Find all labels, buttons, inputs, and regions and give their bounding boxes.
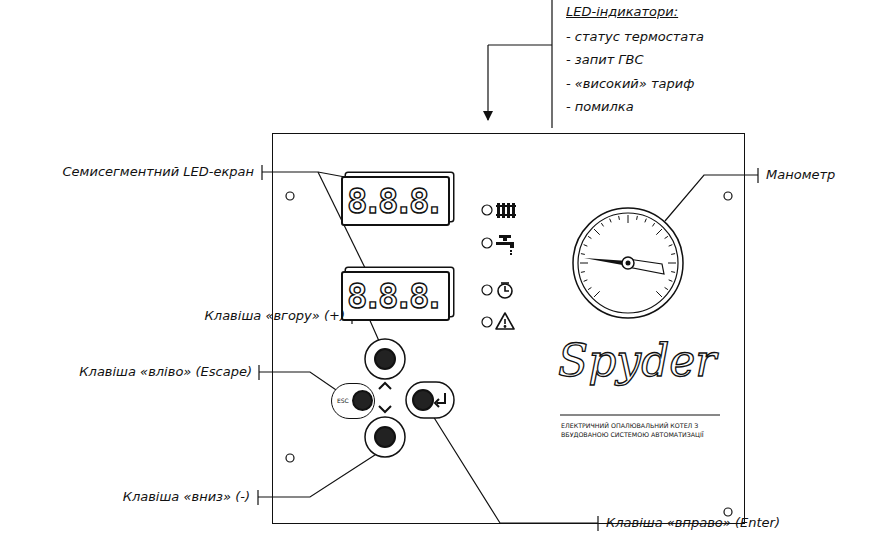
- seven-segment-display: 8.8.8.: [341, 176, 450, 226]
- gauge-tick: [668, 263, 676, 264]
- gauge-tick: [665, 287, 668, 289]
- gauge-tick: [618, 216, 620, 220]
- gauge-tick: [665, 236, 668, 238]
- brand-logo: Spyder: [558, 336, 716, 386]
- gauge-tick: [669, 245, 673, 247]
- gauge-tick: [581, 253, 585, 255]
- mounting-holes: [286, 192, 732, 516]
- gauge-tick: [645, 219, 647, 223]
- gauge-tick: [584, 245, 588, 247]
- callout-label: Клавіша «вниз» (-): [123, 488, 250, 506]
- gauge-tick: [588, 236, 591, 238]
- button-dot: [352, 390, 373, 411]
- enter-button: [406, 382, 454, 418]
- gauge-tick: [584, 280, 588, 282]
- leader-lines: [258, 0, 758, 531]
- gauge-tick: [610, 219, 612, 223]
- callout-label: Манометр: [766, 166, 835, 184]
- manometer: [573, 208, 683, 318]
- warning-icon: [496, 313, 514, 329]
- gauge-tick: [580, 263, 588, 264]
- gauge-tick: [581, 271, 585, 273]
- gauge-tick: [671, 253, 675, 255]
- logo-rule: [560, 415, 720, 416]
- tap-icon: [496, 235, 514, 255]
- gauge-tick: [669, 280, 673, 282]
- callout-label: - запит ГВС: [566, 51, 644, 69]
- button-caption: ESC: [337, 397, 349, 405]
- esc-button: ESC: [331, 383, 375, 419]
- gauge-tick: [636, 216, 638, 220]
- gauge-tick: [656, 229, 662, 235]
- callout-label: - «високий» тариф: [566, 75, 694, 93]
- callout-label: Клавіша «вправо» (Enter): [606, 514, 780, 532]
- gauge-tick: [594, 229, 600, 235]
- gauge-tick: [594, 291, 600, 297]
- tariff-icon: [498, 283, 512, 298]
- callout-label: - статус термостата: [566, 28, 704, 46]
- callout-label: Клавіша «вгору» (+): [205, 307, 345, 325]
- callout-label: Семисегментний LED-екран: [63, 163, 254, 181]
- seven-segment-display: 8.8.8.: [341, 271, 450, 321]
- gauge-tick: [628, 215, 629, 223]
- display-digits: 8.8.8.: [347, 181, 440, 221]
- led-indicators: [482, 205, 492, 327]
- control-panel: SpyderЕЛЕКТРИЧНИЙ ОПАЛЮВАЛЬНИЙ КОТЕЛ З В…: [272, 133, 745, 524]
- display-digits: 8.8.8.: [347, 276, 440, 316]
- callout-label: Клавіша «вліво» (Escape): [79, 363, 252, 381]
- gauge-tick: [671, 271, 675, 273]
- radiator-icon: [496, 203, 516, 218]
- callout-label: LED-індикатори:: [566, 3, 678, 21]
- gauge-tick: [601, 223, 603, 226]
- gauge-tick: [656, 291, 662, 297]
- gauge-tick: [588, 287, 591, 289]
- callout-label: - помилка: [566, 98, 634, 116]
- brand-subtitle: ЕЛЕКТРИЧНИЙ ОПАЛЮВАЛЬНИЙ КОТЕЛ З ВБУДОВА…: [561, 422, 733, 439]
- gauge-tick: [652, 223, 654, 226]
